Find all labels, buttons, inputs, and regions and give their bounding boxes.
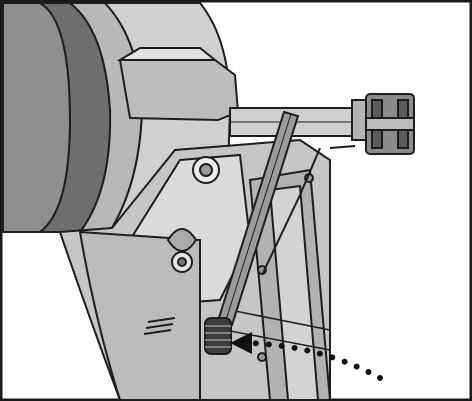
pusher-knob bbox=[204, 317, 232, 355]
dotted-arrow-icon bbox=[230, 332, 383, 381]
